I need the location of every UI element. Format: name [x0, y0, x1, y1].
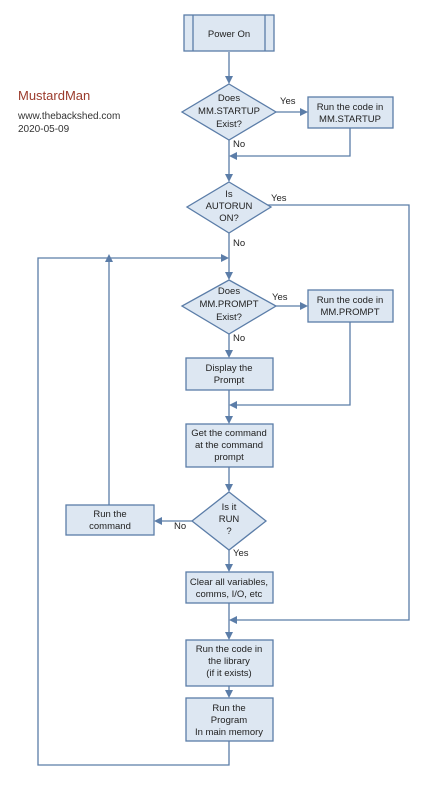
svg-text:Program: Program [211, 715, 248, 726]
arrowhead [300, 302, 308, 310]
svg-text:?: ? [226, 526, 231, 537]
svg-text:Run the code in: Run the code in [317, 295, 384, 306]
svg-text:In main memory: In main memory [195, 727, 263, 738]
svg-text:MM.PROMPT: MM.PROMPT [199, 299, 258, 310]
svg-text:RUN: RUN [219, 514, 240, 525]
node-get-command: Get the command at the command prompt [185, 423, 274, 468]
svg-text:Run the code in: Run the code in [317, 102, 384, 113]
svg-text:Run the: Run the [93, 509, 126, 520]
label-startup-yes: Yes [280, 96, 296, 107]
svg-text:Exist?: Exist? [216, 312, 242, 323]
node-clear-all: Clear all variables, comms, I/O, etc [185, 571, 274, 604]
label-run-yes: Yes [233, 548, 249, 559]
node-startup-check: Does MM.STARTUP Exist? [180, 83, 278, 141]
svg-text:MM.PROMPT: MM.PROMPT [320, 307, 379, 318]
arrowhead [229, 401, 237, 409]
arrowhead [221, 254, 229, 262]
arrowhead [154, 517, 162, 525]
connectors [37, 52, 410, 766]
svg-text:at the command: at the command [195, 440, 263, 451]
node-run-prompt: Run the code in MM.PROMPT [307, 289, 394, 323]
date-watermark: 2020-05-09 [18, 124, 70, 135]
node-autorun-check: Is AUTORUN ON? [185, 181, 273, 234]
arrowhead [229, 152, 237, 160]
svg-text:(if it exists): (if it exists) [206, 668, 251, 679]
arrowhead [225, 76, 233, 84]
label-run-no: No [174, 521, 186, 532]
svg-text:MM.STARTUP: MM.STARTUP [319, 114, 381, 125]
node-run-check: Is it RUN ? [190, 491, 268, 551]
svg-text:Is it: Is it [222, 502, 237, 513]
svg-text:Is: Is [225, 189, 233, 200]
node-run-library: Run the code in the library (if it exist… [185, 639, 274, 687]
author-watermark: MustardMan [18, 88, 91, 103]
svg-text:Display the: Display the [206, 363, 253, 374]
label-prompt-yes: Yes [272, 292, 288, 303]
label-autorun-yes: Yes [271, 193, 287, 204]
arrowhead [225, 564, 233, 572]
label-startup-no: No [233, 139, 245, 150]
arrowhead [300, 108, 308, 116]
edge-program-loop [37, 257, 230, 766]
arrowhead [225, 350, 233, 358]
svg-text:comms, I/O, etc: comms, I/O, etc [196, 589, 263, 600]
arrowhead [225, 632, 233, 640]
site-watermark: www.thebackshed.com [18, 111, 121, 122]
edge-autorun-yes [233, 204, 410, 621]
svg-text:Does: Does [218, 93, 240, 104]
node-run-startup: Run the code in MM.STARTUP [307, 96, 394, 129]
svg-text:the library: the library [208, 656, 250, 667]
svg-text:Get the command: Get the command [191, 428, 267, 439]
edge-labels: Yes No Yes No Yes No No Yes [174, 96, 296, 559]
svg-text:AUTORUN: AUTORUN [206, 201, 253, 212]
svg-text:Prompt: Prompt [214, 375, 245, 386]
arrowhead [225, 272, 233, 280]
arrowhead [225, 690, 233, 698]
node-run-command: Run the command [65, 504, 155, 536]
arrowhead [225, 484, 233, 492]
svg-text:ON?: ON? [219, 213, 239, 224]
svg-text:prompt: prompt [214, 452, 244, 463]
label-autorun-no: No [233, 238, 245, 249]
svg-text:Run the code in: Run the code in [196, 644, 263, 655]
arrowhead [225, 416, 233, 424]
edge-startup-return [233, 128, 351, 157]
arrowhead [225, 174, 233, 182]
svg-text:Run the: Run the [212, 703, 245, 714]
node-prompt-check: Does MM.PROMPT Exist? [180, 279, 278, 335]
node-display-prompt: Display the Prompt [185, 357, 274, 391]
svg-text:Clear all variables,: Clear all variables, [190, 577, 268, 588]
arrowhead [229, 616, 237, 624]
node-label: Power On [208, 29, 250, 40]
label-prompt-no: No [233, 333, 245, 344]
svg-text:MM.STARTUP: MM.STARTUP [198, 106, 260, 117]
svg-text:Does: Does [218, 286, 240, 297]
svg-text:command: command [89, 521, 131, 532]
node-power-on: Power On [183, 14, 275, 52]
node-run-program: Run the Program In main memory [185, 697, 274, 742]
svg-text:Exist?: Exist? [216, 119, 242, 130]
edge-prompt-return [233, 322, 351, 406]
